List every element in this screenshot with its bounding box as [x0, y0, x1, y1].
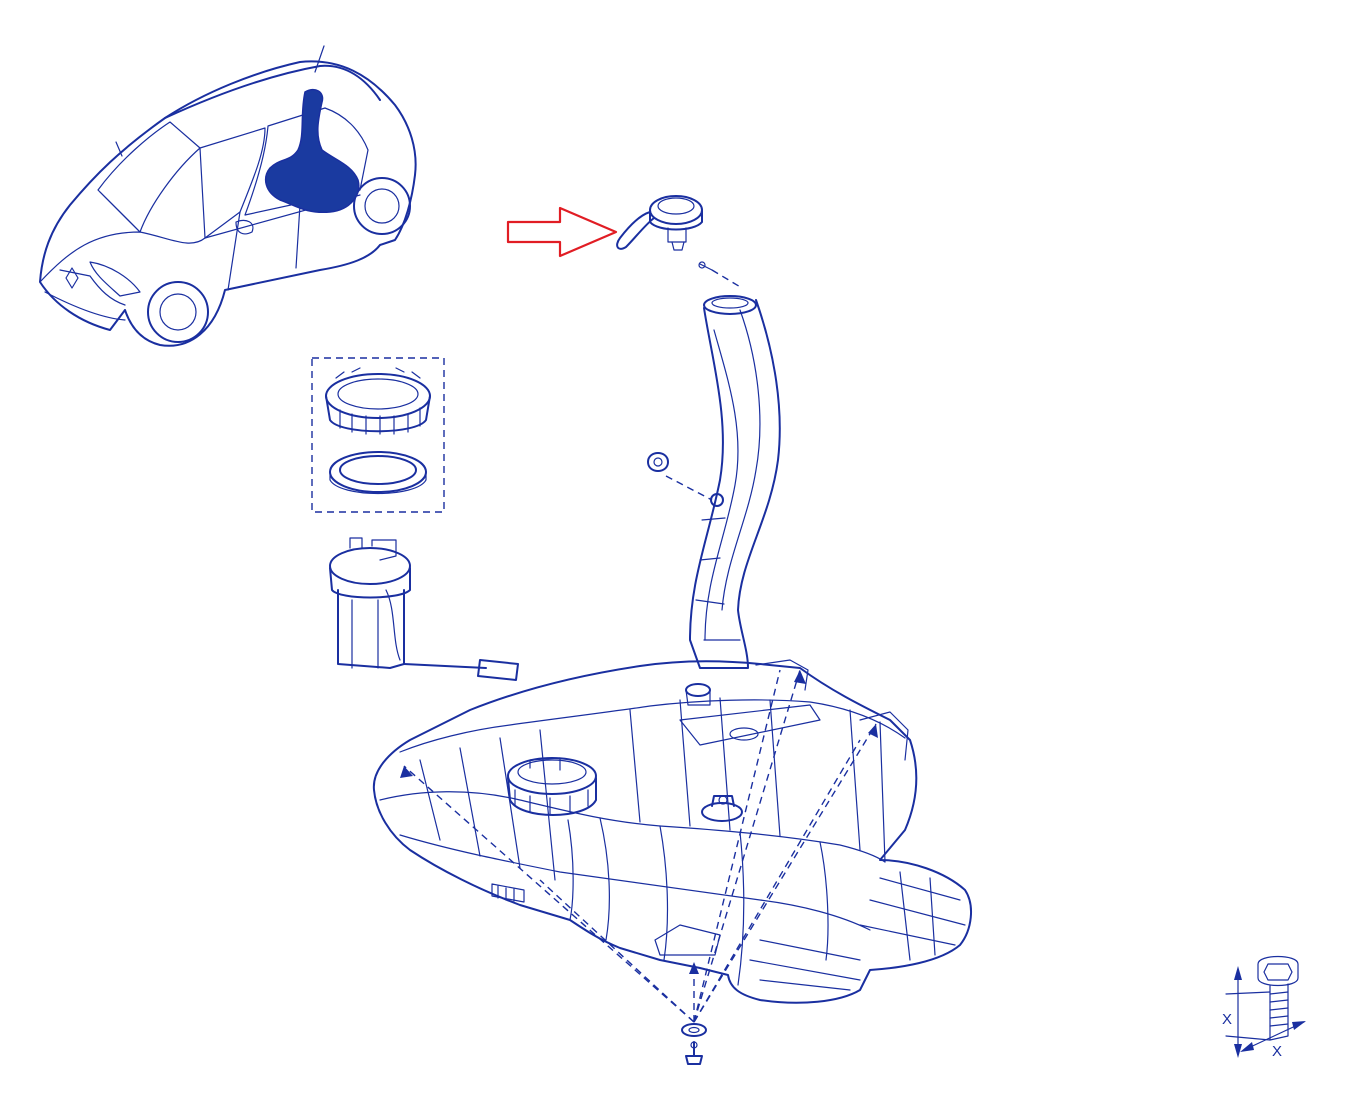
filler-cap: [616, 195, 703, 251]
cap-screw: [698, 261, 713, 271]
filler-neck: [689, 295, 781, 669]
mounting-bolt: [685, 1041, 703, 1065]
highlight-arrow-icon: [506, 206, 618, 258]
torque-dimension-label-vertical: X: [1222, 1011, 1232, 1028]
car-fuel-system-highlight: [264, 88, 360, 214]
locking-ring: [325, 367, 431, 435]
fuel-pump-sender: [329, 537, 519, 681]
pump-seal: [329, 451, 427, 494]
torque-legend: [1225, 955, 1306, 1058]
washer: [681, 1023, 707, 1037]
car-location-view: [39, 45, 417, 347]
neck-fixing-clip: [647, 452, 669, 472]
fuel-tank: [372, 659, 972, 1004]
ring-seal-kit-box: [311, 357, 445, 513]
torque-dimension-label-horizontal: X: [1272, 1043, 1282, 1060]
